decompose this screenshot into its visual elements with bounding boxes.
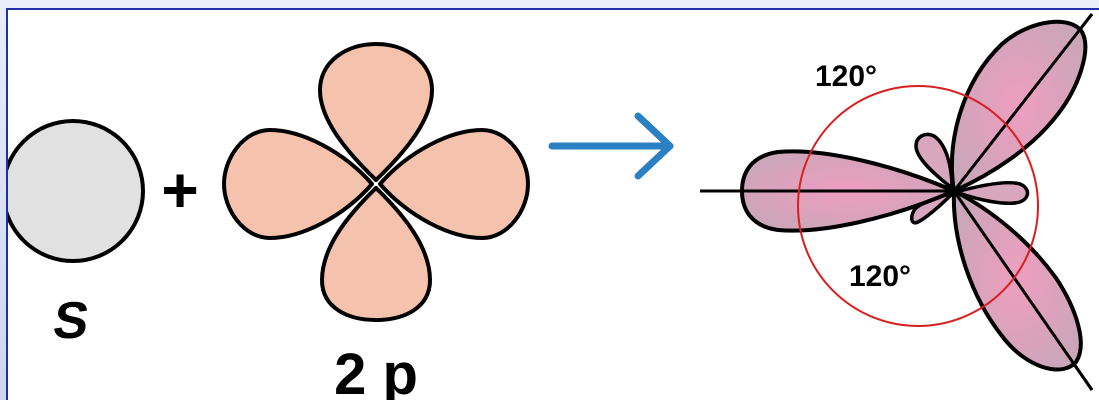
p-lobe-top	[318, 42, 434, 182]
p-lobe-bottom	[320, 186, 432, 322]
angle-label-bottom: 120°	[849, 260, 911, 293]
hybridization-diagram: + S 2 p	[8, 13, 1094, 400]
p-orbitals-label: 2 p	[334, 342, 418, 400]
angle-arc	[797, 85, 1039, 327]
p-lobe-right	[378, 128, 530, 240]
p-orbitals-shape	[222, 42, 530, 322]
right-arrow-icon	[548, 112, 674, 180]
s-orbital-shape	[8, 119, 145, 263]
sp2-hybrid-orbitals: 120° 120°	[700, 13, 1094, 391]
s-orbital-label: S	[50, 292, 93, 350]
diagram-frame: + S 2 p	[6, 8, 1099, 400]
small-lobe-right	[950, 180, 1030, 206]
small-lobe-upper	[914, 132, 954, 192]
plus-sign: +	[161, 154, 198, 226]
p-lobe-left	[222, 128, 374, 240]
angle-label-top: 120°	[815, 60, 877, 93]
